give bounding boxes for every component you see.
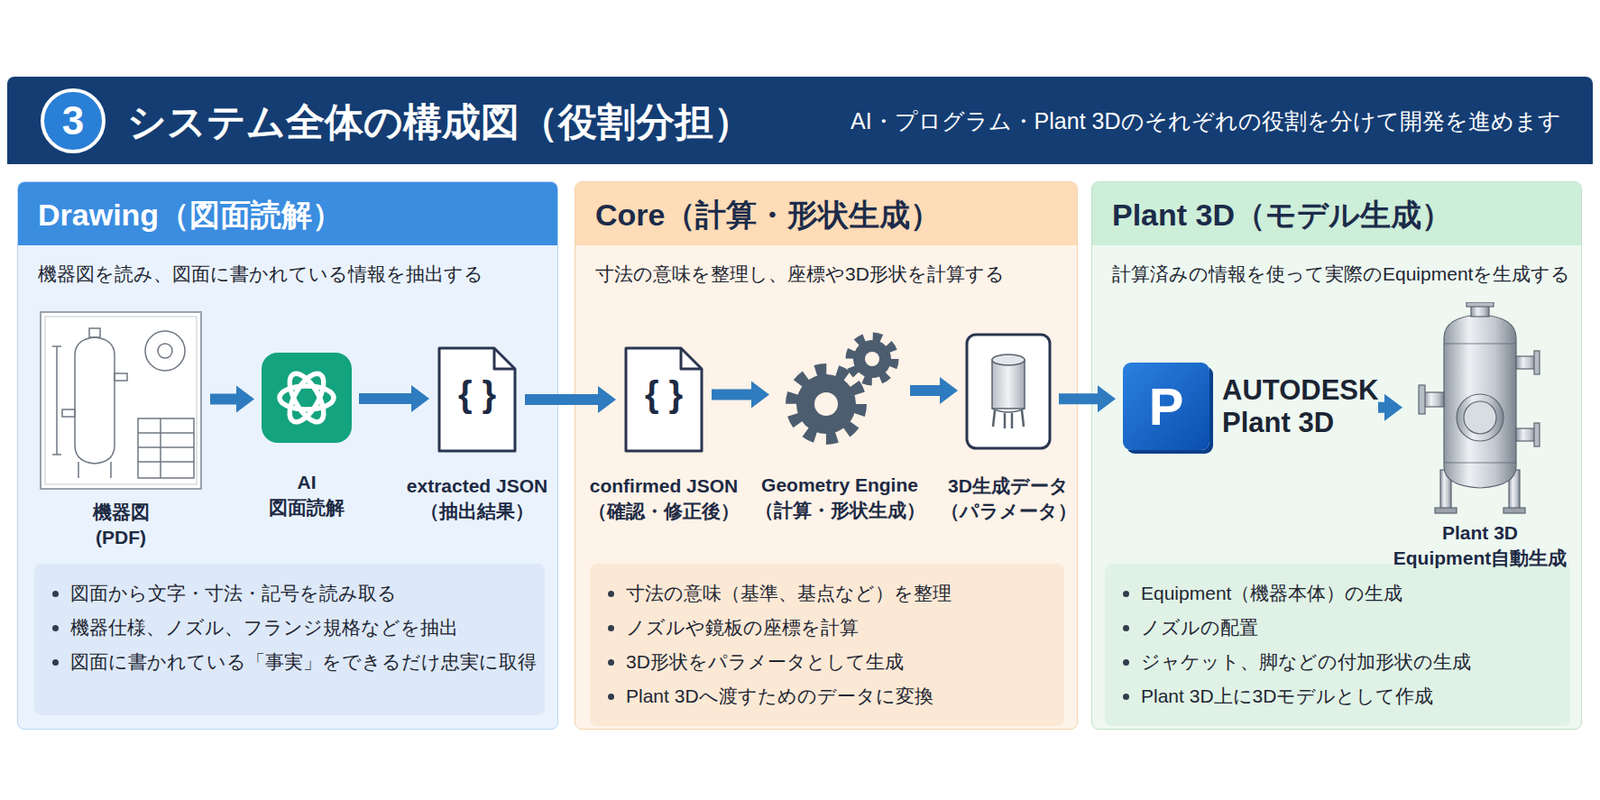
flow-arrow bbox=[711, 381, 770, 409]
bullet-item: 寸法の意味（基準、基点など）を整理 bbox=[602, 576, 1052, 611]
panel-heading: Plant 3D（モデル生成） bbox=[1112, 194, 1453, 237]
pipeline-item: 3D生成データ （パラメータ） bbox=[936, 332, 1081, 524]
title-band: システム全体の構成図（役割分担） AI・プログラム・Plant 3Dのそれぞれの役… bbox=[7, 76, 1593, 165]
flow-arrow bbox=[910, 377, 958, 405]
item-label: 3D生成データ （パラメータ） bbox=[936, 473, 1081, 524]
plant3d-logo-square: P bbox=[1122, 362, 1210, 451]
bullet-dot bbox=[1122, 693, 1130, 700]
subtitle: AI・プログラム・Plant 3Dのそれぞれの役割を分けて開発を進めます bbox=[850, 106, 1562, 137]
flow-arrow bbox=[358, 385, 430, 413]
ai-logo-icon-svg bbox=[261, 352, 352, 443]
bullet-text: 図面に書かれている「事実」をできるだけ忠実に取得 bbox=[46, 644, 533, 680]
drawing-sheet-icon bbox=[38, 310, 203, 491]
section-panel: Drawing（図面読解） 機器図を読み、図面に書かれている情報を抽出する機器図 … bbox=[17, 181, 559, 730]
bullet-text: Plant 3Dへ渡すためのデータに変換 bbox=[602, 679, 1052, 714]
gears-icon-svg bbox=[776, 326, 903, 453]
bullet-text: 3D形状をパラメータとして生成 bbox=[602, 644, 1052, 680]
bullet-text: ノズルや鏡板の座標を計算 bbox=[602, 610, 1052, 645]
flow-arrow bbox=[1378, 394, 1403, 422]
bullet-item: ジャケット、脚などの付加形状の生成 bbox=[1117, 644, 1558, 680]
pipeline-item: Plant 3D Equipment自動生成 bbox=[1380, 302, 1580, 571]
plant3d-logo-letter: P bbox=[1149, 380, 1185, 433]
bullet-item: 3D形状をパラメータとして生成 bbox=[602, 644, 1052, 680]
bullet-dot bbox=[607, 625, 615, 632]
json-braces: { } bbox=[436, 376, 518, 413]
flow-arrow bbox=[524, 386, 617, 414]
json-file-icon: { } bbox=[623, 345, 705, 454]
bullet-text: ジャケット、脚などの付加形状の生成 bbox=[1117, 644, 1558, 680]
pipeline-item: { } extracted JSON （抽出結果） bbox=[391, 345, 563, 524]
panel-description: 寸法の意味を整理し、座標や3D形状を計算する bbox=[595, 261, 1005, 287]
json-file-icon: { } bbox=[436, 345, 518, 454]
pipeline-item: Geometry Engine （計算・形状生成） bbox=[747, 326, 933, 523]
step-number-circle: 3 bbox=[40, 88, 106, 154]
flow-arrow bbox=[1058, 385, 1116, 413]
bullet-item: 図面に書かれている「事実」をできるだけ忠実に取得 bbox=[46, 644, 533, 680]
panel-description: 機器図を読み、図面に書かれている情報を抽出する bbox=[37, 261, 484, 287]
item-label: Geometry Engine （計算・形状生成） bbox=[747, 472, 933, 523]
item-label: AI 図面読解 bbox=[257, 469, 357, 520]
bullet-dot bbox=[1122, 659, 1130, 666]
plant3d-logo-text: AUTODESK Plant 3D bbox=[1222, 374, 1371, 439]
bullet-text: 機器仕様、ノズル、フランジ規格などを抽出 bbox=[46, 610, 533, 645]
panel-description: 計算済みの情報を使って実際のEquipmentを生成する bbox=[1112, 261, 1571, 287]
item-label: extracted JSON （抽出結果） bbox=[391, 473, 563, 524]
bullet-text: Equipment（機器本体）の生成 bbox=[1117, 576, 1558, 611]
pipeline-item: 機器図 (PDF) bbox=[38, 310, 203, 550]
pipeline-item: { } confirmed JSON （確認・修正後） bbox=[578, 345, 750, 524]
drawing-sheet-icon-svg bbox=[38, 310, 203, 491]
bullet-item: Plant 3Dへ渡すためのデータに変換 bbox=[602, 679, 1052, 714]
ai-logo-icon bbox=[261, 352, 352, 443]
bullet-dot bbox=[52, 625, 59, 632]
bullet-dot bbox=[607, 590, 615, 598]
bullet-dot bbox=[607, 693, 615, 700]
step-number: 3 bbox=[62, 101, 84, 141]
bullet-text: 図面から文字・寸法・記号を読み取る bbox=[46, 576, 533, 611]
parameter-cylinder-icon-svg bbox=[965, 332, 1052, 451]
bullet-text: Plant 3D上に3Dモデルとして作成 bbox=[1117, 679, 1558, 714]
bullet-text: ノズルの配置 bbox=[1117, 610, 1558, 645]
bullet-item: ノズルや鏡板の座標を計算 bbox=[602, 610, 1052, 645]
bullet-dot bbox=[52, 590, 59, 598]
pipeline-item: AI 図面読解 bbox=[257, 352, 357, 520]
parameter-cylinder-icon bbox=[965, 332, 1052, 451]
bullet-item: 機器仕様、ノズル、フランジ規格などを抽出 bbox=[46, 610, 533, 645]
vessel-illustration-svg bbox=[1409, 302, 1551, 515]
vessel-illustration bbox=[1409, 302, 1551, 515]
bullet-item: 図面から文字・寸法・記号を読み取る bbox=[46, 576, 533, 611]
bullet-dot bbox=[1122, 625, 1130, 632]
bullet-item: Equipment（機器本体）の生成 bbox=[1117, 576, 1558, 611]
section-panel: Plant 3D（モデル生成） 計算済みの情報を使って実際のEquipmentを生… bbox=[1091, 181, 1582, 730]
bullet-list-box: Equipment（機器本体）の生成ノズルの配置ジャケット、脚などの付加形状の生… bbox=[1104, 563, 1571, 727]
item-label: 機器図 (PDF) bbox=[75, 499, 166, 550]
gears-icon bbox=[776, 326, 903, 453]
bullet-item: ノズルの配置 bbox=[1117, 610, 1558, 645]
bullet-list-box: 寸法の意味（基準、基点など）を整理ノズルや鏡板の座標を計算3D形状をパラメータと… bbox=[589, 563, 1065, 727]
bullet-dot bbox=[607, 659, 615, 666]
flow-arrow bbox=[210, 386, 255, 414]
bullet-list-box: 図面から文字・寸法・記号を読み取る機器仕様、ノズル、フランジ規格などを抽出図面に… bbox=[34, 563, 545, 716]
diagram-title: システム全体の構成図（役割分担） bbox=[127, 96, 753, 149]
panel-heading: Core（計算・形状生成） bbox=[595, 194, 941, 237]
plant3d-logo: P AUTODESK Plant 3D bbox=[1122, 362, 1371, 451]
bullet-item: Plant 3D上に3Dモデルとして作成 bbox=[1117, 679, 1558, 714]
item-label: Plant 3D Equipment自動生成 bbox=[1380, 520, 1580, 571]
bullet-text: 寸法の意味（基準、基点など）を整理 bbox=[602, 576, 1052, 611]
bullet-dot bbox=[1122, 590, 1130, 598]
bullet-dot bbox=[52, 659, 59, 666]
item-label: confirmed JSON （確認・修正後） bbox=[578, 473, 750, 524]
section-panel: Core（計算・形状生成） 寸法の意味を整理し、座標や3D形状を計算する { } co… bbox=[574, 181, 1078, 730]
json-braces: { } bbox=[623, 376, 705, 413]
panel-heading: Drawing（図面読解） bbox=[37, 194, 343, 237]
